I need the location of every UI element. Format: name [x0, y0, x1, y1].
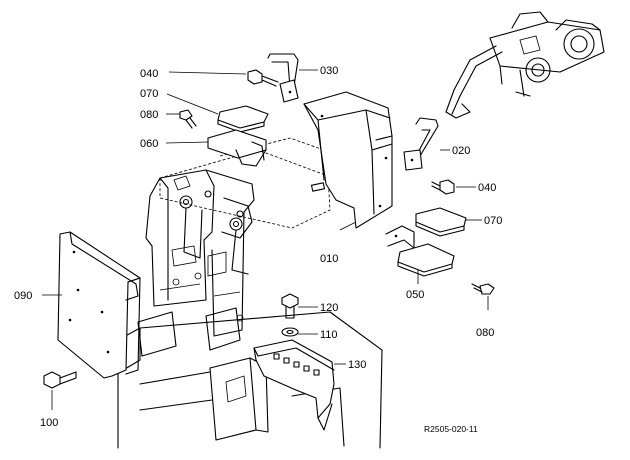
label-080-right: 080 [476, 327, 494, 339]
machine-thumbnail [445, 11, 605, 119]
label-040-top: 040 [140, 68, 158, 80]
lever-030 [267, 53, 299, 103]
label-070-top: 070 [140, 88, 158, 100]
lever-020 [403, 117, 439, 171]
label-070-right: 070 [484, 215, 502, 227]
washer-110 [281, 327, 299, 337]
bolt-040-right [431, 179, 455, 195]
bolt-120 [281, 293, 299, 319]
label-110: 110 [320, 329, 338, 341]
label-130: 130 [348, 359, 366, 371]
pedal-060 [207, 129, 267, 167]
pad-070-top [217, 105, 269, 133]
label-040-right: 040 [478, 182, 496, 194]
console-cover-010 [303, 91, 393, 229]
label-050: 050 [406, 289, 424, 301]
label-030: 030 [320, 65, 338, 77]
switch-panel-130 [253, 339, 335, 431]
frame-body [117, 307, 383, 449]
bolt-040-top [247, 69, 279, 87]
pedal-050 [385, 225, 455, 277]
label-010: 010 [320, 253, 338, 265]
side-cover-090 [57, 231, 141, 379]
part-labels: 040 030 070 080 060 020 040 070 010 050 … [14, 65, 502, 429]
bolt-100 [43, 371, 77, 389]
screw-080-left [179, 109, 197, 129]
label-100: 100 [40, 417, 58, 429]
label-090: 090 [14, 290, 32, 302]
central-stand [145, 169, 255, 337]
screw-080-right [471, 283, 495, 295]
label-060: 060 [140, 138, 158, 150]
label-020: 020 [452, 145, 470, 157]
leader-lines [42, 69, 489, 410]
reference-code: R2505-020-11 [424, 424, 478, 434]
label-080-left: 080 [140, 109, 158, 121]
label-120: 120 [320, 302, 338, 314]
pad-070-right [415, 207, 467, 237]
